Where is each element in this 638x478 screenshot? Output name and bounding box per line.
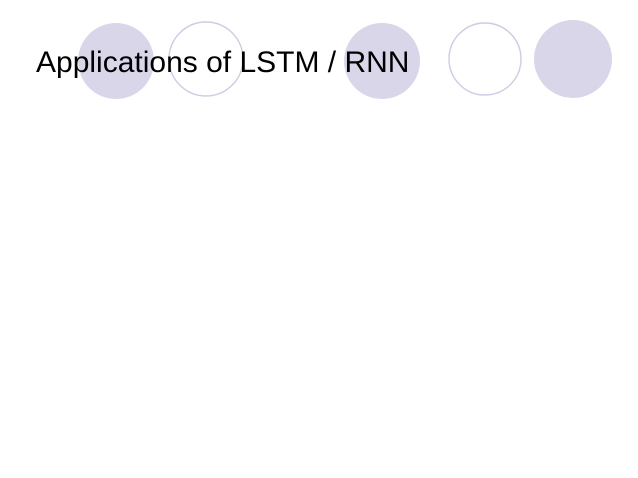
slide-body-placeholder xyxy=(36,110,602,440)
slide-title-placeholder: Applications of LSTM / RNN xyxy=(36,40,602,86)
page-title: Applications of LSTM / RNN xyxy=(36,46,410,79)
